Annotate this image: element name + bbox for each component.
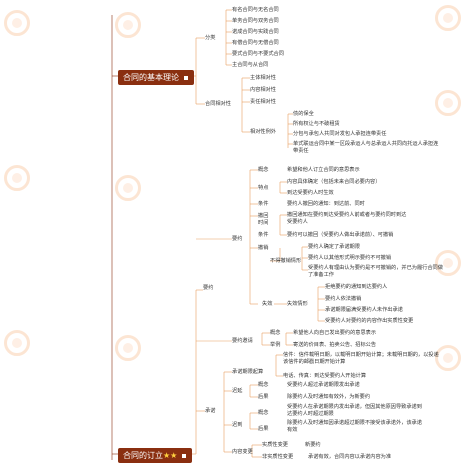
node-invitation[interactable]: 要约邀请 xyxy=(232,338,253,344)
watermark-logo xyxy=(435,90,461,116)
node-irrevocable[interactable]: 不得撤销情形 xyxy=(270,258,302,264)
node-exception-item[interactable]: 所有权让与不破租赁 xyxy=(293,121,340,127)
watermark-logo xyxy=(435,250,461,276)
node-invalid-item[interactable]: 受要约人对要约的内容作出实质性变更 xyxy=(325,318,414,324)
importance-stars: ★★ xyxy=(163,451,178,460)
node-irrevocable-item[interactable]: 要约人以其他形式明示要约不可撤销 xyxy=(308,255,392,261)
node-offer-revocation[interactable]: 撤回 xyxy=(258,213,269,219)
node-relativity-item[interactable]: 责任相对性 xyxy=(250,99,276,105)
node-invitation-examples[interactable]: 举例 xyxy=(270,342,281,348)
node-late-result[interactable]: 后果 xyxy=(258,394,269,400)
node-late-result-text[interactable]: 除要约人及时通知有效外，为新要约 xyxy=(287,394,371,400)
node-non-substantive-text[interactable]: 承诺有效，合同内容以承诺内容为准 xyxy=(308,454,392,460)
node-relativity[interactable]: 合同相对性 xyxy=(205,101,231,107)
node-offer-conditions-text[interactable]: 要约人撤回的通知：到达前、同时 xyxy=(287,201,365,207)
node-acceptance[interactable]: 承诺 xyxy=(205,408,216,414)
watermark-logo xyxy=(115,175,141,201)
node-period-item[interactable]: 信件：信件载明日期，以载明日期开始计算；未载明日期的，以投递该信件的邮戳日期开始… xyxy=(283,352,439,365)
node-irrevocable-item[interactable]: 受要约人有理由认为要约是不可撤销的，并已为履行合同做了准备工作 xyxy=(308,265,443,278)
topic-label: 合同的基本理论 xyxy=(123,73,179,82)
node-substantive-text[interactable]: 新要约 xyxy=(305,442,321,448)
node-invitation-concept[interactable]: 概念 xyxy=(270,330,281,336)
collapse-toggle-icon[interactable] xyxy=(183,74,189,81)
watermark-logo xyxy=(435,345,461,371)
node-class-item[interactable]: 有偿合同与无偿合同 xyxy=(232,40,279,46)
node-substantive[interactable]: 实质性变更 xyxy=(262,442,288,448)
node-late-concept[interactable]: 概念 xyxy=(258,382,269,388)
node-invalid-label[interactable]: 失效情形 xyxy=(287,301,308,307)
node-delay-result[interactable]: 后果 xyxy=(258,426,269,432)
node-relativity-item[interactable]: 主体相对性 xyxy=(250,75,276,81)
topic-contract-conclusion[interactable]: 合同的订立★★ xyxy=(118,448,193,463)
node-class-item[interactable]: 要式合同与不要式合同 xyxy=(232,51,284,57)
node-period-item[interactable]: 电话、传真：到达受要约人开始计算 xyxy=(283,373,367,379)
node-invitation-examples-text[interactable]: 寄送的价目表、拍卖公告、招标公告 xyxy=(293,342,377,348)
topic-contract-theory[interactable]: 合同的基本理论 xyxy=(118,70,194,85)
node-offer-concept[interactable]: 概念 xyxy=(258,167,269,173)
collapse-toggle-icon[interactable] xyxy=(181,452,188,459)
node-invitation-concept-text[interactable]: 希望他人向自己发出要约的意思表示 xyxy=(293,330,377,336)
node-class-item[interactable]: 有名合同与无名合同 xyxy=(232,7,279,13)
node-offer-conditions[interactable]: 条件 xyxy=(258,201,269,207)
watermark-logo xyxy=(4,330,30,356)
node-delay-result-text[interactable]: 除要约人及时通知因承诺超过期限不接受该承诺外，该承诺有效 xyxy=(287,420,422,433)
node-content-change[interactable]: 内容变更 xyxy=(232,449,253,455)
node-offer-concept-text[interactable]: 希望和他人订立合同的意思表示 xyxy=(287,167,360,173)
node-irrevocable-item[interactable]: 要约人确定了承诺期限 xyxy=(308,244,360,250)
node-invalid-item[interactable]: 要约人依法撤销 xyxy=(325,296,362,302)
watermark-logo xyxy=(115,12,141,38)
node-offer[interactable]: 要约 xyxy=(232,236,243,242)
watermark-logo xyxy=(115,335,141,361)
node-class-item[interactable]: 主合同与从合同 xyxy=(232,62,269,68)
node-feature-item[interactable]: 到达受要约人时生效 xyxy=(287,190,334,196)
topic-label: 合同的订立 xyxy=(123,451,163,460)
node-class-item[interactable]: 单务合同与双务合同 xyxy=(232,18,279,24)
node-conclusion-offer[interactable]: 要约 xyxy=(203,285,214,291)
node-invalid-item[interactable]: 承诺期限届满受要约人未作出承诺 xyxy=(325,307,403,313)
node-revocation-time[interactable]: 时间 xyxy=(258,220,269,226)
node-period[interactable]: 承诺期限起算 xyxy=(232,369,264,375)
node-invalid-item[interactable]: 拒绝要约的通知到达要约人 xyxy=(325,284,388,290)
watermark-logo xyxy=(4,10,30,36)
node-feature-item[interactable]: 内容具体确定（包括未来合同必要内容） xyxy=(287,179,381,185)
node-exceptions[interactable]: 相对性例外 xyxy=(250,129,276,135)
node-class-item[interactable]: 诺成合同与实践合同 xyxy=(232,29,279,35)
watermark-logo xyxy=(435,5,461,31)
node-revocation-conditions-text[interactable]: 要约可以撤回（受要约人做出承诺前）、可撤销 xyxy=(287,232,394,238)
node-relativity-item[interactable]: 内容相对性 xyxy=(250,87,276,93)
node-offer-withdrawal[interactable]: 撤销 xyxy=(258,245,269,251)
node-classification[interactable]: 分类 xyxy=(205,35,216,41)
node-revocation-conditions[interactable]: 条件 xyxy=(258,232,269,238)
watermark-logo xyxy=(4,165,30,191)
node-late[interactable]: 迟延 xyxy=(232,388,243,394)
node-delay-concept[interactable]: 概念 xyxy=(258,410,269,416)
node-delay-concept-text[interactable]: 受要约人在承诺期限内发出承诺，但因其他原因导致承诺到达要约人时超过期限 xyxy=(287,404,422,417)
node-exception-item[interactable]: 债的保全 xyxy=(293,111,314,117)
node-offer-features[interactable]: 特点 xyxy=(258,185,269,191)
node-exception-item[interactable]: 分包与承包人共同对发包人承担连带责任 xyxy=(293,131,387,137)
node-late-concept-text[interactable]: 受要约人超过承诺期限发出承诺 xyxy=(287,382,360,388)
node-offer-invalid[interactable]: 失效 xyxy=(262,301,273,307)
node-revocation-time-text[interactable]: 撤回通知在要约到达受要约人前或者与要约同时到达受要约人 xyxy=(287,212,407,225)
node-exception-item[interactable]: 单式联运合同中某一区段承运人与总承运人共同向托运人承担连带责任 xyxy=(293,141,439,154)
node-delay[interactable]: 迟到 xyxy=(232,422,243,428)
node-non-substantive[interactable]: 非实质性变更 xyxy=(262,454,294,460)
